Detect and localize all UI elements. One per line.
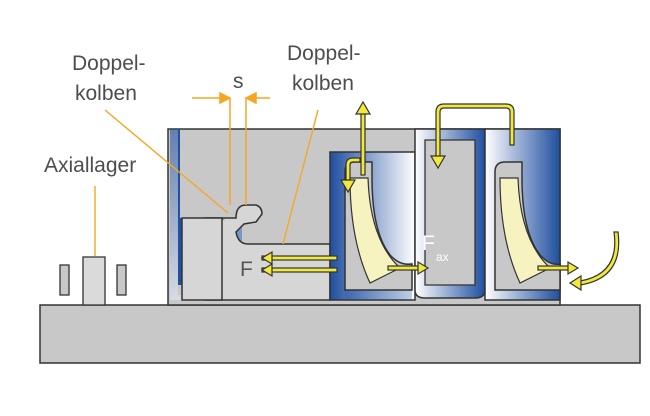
diffuser (414, 128, 486, 299)
base-plate (39, 304, 641, 364)
label-force-axial-1-sub: ax (436, 250, 449, 264)
label-force-axial-1: F (422, 232, 435, 255)
stage-1-chamber (329, 151, 416, 301)
label-axial-bearing: Axiallager (44, 154, 136, 177)
label-force-axial-2-sub: ax (588, 250, 601, 264)
label-double-piston-right-1: Doppel- (287, 42, 361, 65)
leader-lines (94, 109, 319, 256)
axial-bearing (59, 256, 127, 306)
label-double-piston-right-2: kolben (292, 72, 354, 95)
label-double-piston-left-1: Doppel- (72, 52, 146, 75)
label-double-piston-left-2: kolben (75, 82, 137, 105)
label-force-axial-2: F (574, 232, 587, 255)
label-force-piston: F (240, 258, 253, 281)
flow-arrows (260, 100, 620, 292)
stage-2-chamber (484, 128, 561, 301)
label-gap: s (233, 70, 244, 93)
gap-dimension (192, 91, 270, 205)
